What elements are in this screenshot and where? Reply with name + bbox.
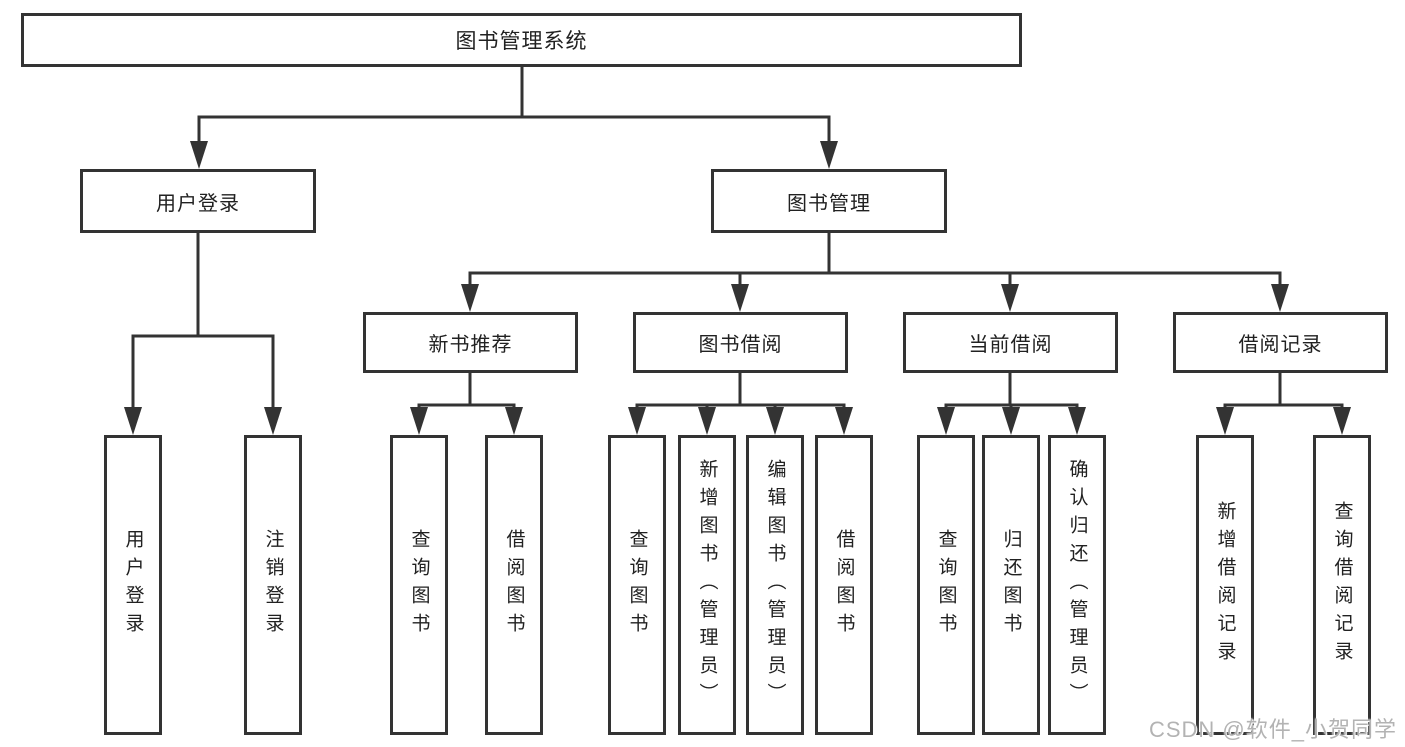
- leaf-user-login: 用户登录: [104, 435, 162, 735]
- leaf-query-books-recommend: 查询图书: [390, 435, 448, 735]
- node-book-borrow: 图书借阅: [633, 312, 848, 373]
- node-current-borrow: 当前借阅: [903, 312, 1118, 373]
- leaf-borrow-books: 借阅图书: [815, 435, 873, 735]
- leaf-return-books: 归还图书: [982, 435, 1040, 735]
- leaf-borrow-books-recommend: 借阅图书: [485, 435, 543, 735]
- node-borrow-records: 借阅记录: [1173, 312, 1388, 373]
- csdn-watermark: CSDN @软件_小贺同学: [1148, 717, 1397, 742]
- leaf-borrow-books-recommend-label: 借阅图书: [503, 529, 525, 641]
- leaf-edit-books-admin-label: 编辑图书（管理员）: [764, 459, 786, 711]
- leaf-edit-books-admin: 编辑图书（管理员）: [746, 435, 804, 735]
- leaf-add-books-admin: 新增图书（管理员）: [678, 435, 736, 735]
- leaf-add-books-admin-label: 新增图书（管理员）: [696, 459, 718, 711]
- leaf-query-books-current: 查询图书: [917, 435, 975, 735]
- leaf-confirm-return-admin: 确认归还（管理员）: [1048, 435, 1106, 735]
- node-user-login-label: 用户登录: [156, 192, 240, 215]
- leaf-add-borrow-record: 新增借阅记录: [1196, 435, 1254, 735]
- node-book-management: 图书管理: [711, 169, 947, 233]
- node-root-label: 图书管理系统: [455, 30, 588, 53]
- leaf-query-borrow-record-label: 查询借阅记录: [1331, 501, 1353, 669]
- leaf-confirm-return-admin-label: 确认归还（管理员）: [1066, 459, 1088, 711]
- leaf-user-login-label: 用户登录: [122, 529, 144, 641]
- leaf-logout-label: 注销登录: [262, 529, 284, 641]
- node-book-management-label: 图书管理: [787, 192, 871, 215]
- node-root-system: 图书管理系统: [21, 13, 1022, 67]
- node-borrow-records-label: 借阅记录: [1238, 334, 1323, 356]
- arrowheads: [124, 141, 1351, 435]
- leaf-logout: 注销登录: [244, 435, 302, 735]
- node-user-login: 用户登录: [80, 169, 316, 233]
- node-book-borrow-label: 图书借阅: [698, 334, 783, 356]
- node-current-borrow-label: 当前借阅: [968, 334, 1053, 356]
- leaf-query-borrow-record: 查询借阅记录: [1313, 435, 1371, 735]
- leaf-query-books-current-label: 查询图书: [935, 529, 957, 641]
- leaf-return-books-label: 归还图书: [1000, 529, 1022, 641]
- node-new-book-recommend: 新书推荐: [363, 312, 578, 373]
- leaf-query-books-borrow-label: 查询图书: [626, 529, 648, 641]
- node-new-book-recommend-label: 新书推荐: [428, 334, 513, 356]
- leaf-query-books-recommend-label: 查询图书: [408, 529, 430, 641]
- leaf-query-books-borrow: 查询图书: [608, 435, 666, 735]
- leaf-add-borrow-record-label: 新增借阅记录: [1214, 501, 1236, 669]
- leaf-borrow-books-label: 借阅图书: [833, 529, 855, 641]
